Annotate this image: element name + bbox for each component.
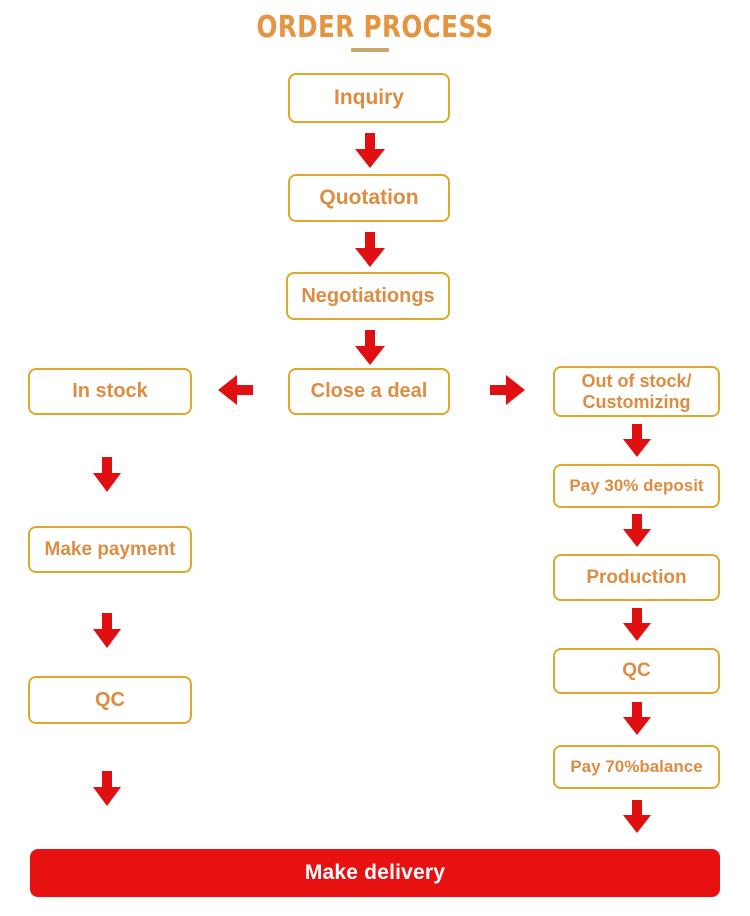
flow-box-make-delivery[interactable]: Make delivery [30,849,720,897]
arrow-down-icon [622,800,652,834]
arrow-left-icon [218,374,254,406]
arrow-down-icon [92,457,122,493]
arrow-down-icon [354,330,386,366]
flow-box-close-a-deal[interactable]: Close a deal [288,368,450,415]
arrow-down-icon [622,702,652,736]
arrow-down-icon [354,133,386,169]
arrow-down-icon [622,514,652,548]
flow-box-in-stock[interactable]: In stock [28,368,192,415]
flow-box-qc-left[interactable]: QC [28,676,192,724]
flow-box-make-payment[interactable]: Make payment [28,526,192,573]
flow-box-quotation[interactable]: Quotation [288,174,450,222]
flow-box-qc-right[interactable]: QC [553,648,720,694]
arrow-down-icon [92,771,122,807]
arrow-right-icon [489,374,525,406]
page-title: ORDER PROCESS [256,10,494,45]
flow-box-pay-30-deposit[interactable]: Pay 30% deposit [553,464,720,508]
flow-box-inquiry[interactable]: Inquiry [288,73,450,123]
flow-box-out-of-stock-customizing[interactable]: Out of stock/ Customizing [553,366,720,417]
arrow-down-icon [622,424,652,458]
title-divider [351,48,389,52]
flow-box-pay-70-balance[interactable]: Pay 70%balance [553,745,720,789]
flow-box-negotiationgs[interactable]: Negotiationgs [286,272,450,320]
arrow-down-icon [92,613,122,649]
arrow-down-icon [622,608,652,642]
flow-box-production[interactable]: Production [553,554,720,601]
arrow-down-icon [354,232,386,268]
